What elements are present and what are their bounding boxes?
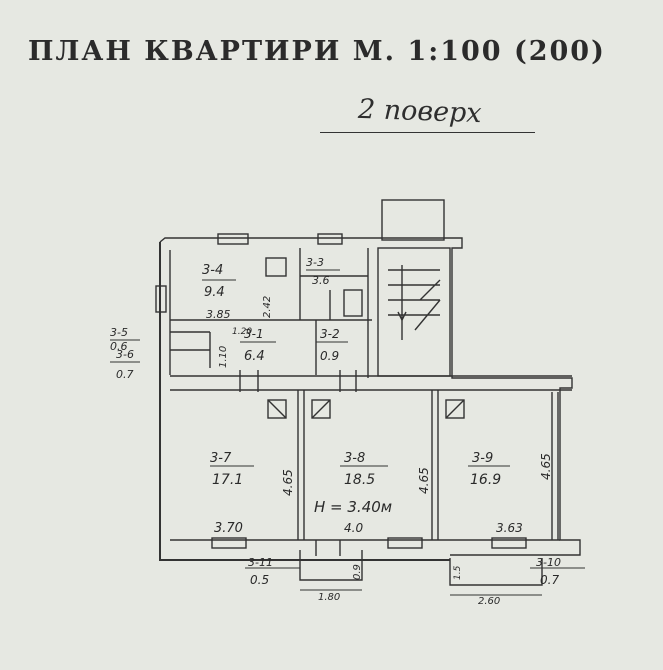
room-id: 3-11 — [248, 556, 273, 569]
room-id: 3-7 — [210, 451, 232, 466]
dimension-label: 0.9 — [352, 564, 363, 580]
dimension-label: 1.80 — [318, 592, 340, 603]
room-id: 3-8 — [344, 451, 365, 466]
dimension-label: 4.65 — [281, 469, 295, 496]
partition — [170, 248, 372, 378]
room-area: 3.6 — [312, 274, 330, 287]
room-area: 0.5 — [250, 573, 269, 587]
vent-ducts — [267, 399, 465, 419]
ceiling-height: H = 3.40м — [314, 498, 392, 516]
dimension-label: 3.85 — [206, 308, 231, 321]
toilet-fixture — [343, 289, 363, 317]
room-divider — [551, 392, 559, 540]
plan-title: ПЛАН КВАРТИРИ М. 1:100 (200) — [28, 36, 606, 67]
bay-dim-lines — [245, 567, 585, 596]
bay-left — [299, 550, 363, 581]
label-underlines — [110, 269, 575, 569]
corridor-wall — [170, 375, 572, 391]
dimension-label: 1.20 — [232, 327, 252, 337]
outer-wall-left — [159, 242, 450, 561]
partition — [170, 320, 317, 375]
room-area: 9.4 — [204, 285, 225, 300]
room-divider — [297, 390, 305, 540]
room-id: 3-4 — [202, 263, 223, 278]
room-id: 3-10 — [536, 556, 561, 569]
stair-parapet — [381, 199, 445, 241]
outer-wall — [159, 237, 581, 556]
room-area: 18.5 — [344, 472, 375, 488]
dimension-label: 1.10 — [218, 346, 229, 368]
window-marks — [155, 233, 527, 549]
room-area: 6.4 — [244, 349, 265, 364]
room-id: 3-6 — [116, 348, 134, 361]
dimension-label: 4.0 — [344, 521, 363, 535]
stair-steps — [388, 265, 441, 340]
room-id: 3-5 — [110, 326, 128, 339]
dimension-label: 2.60 — [478, 596, 500, 607]
room-area: 0.9 — [320, 349, 339, 363]
door-marks — [239, 370, 357, 556]
room-area: 16.9 — [470, 472, 501, 488]
room-id: 3-3 — [306, 256, 324, 269]
sink-fixture — [265, 257, 287, 277]
room-id: 3-9 — [472, 451, 493, 466]
dimension-label: 2.42 — [262, 296, 273, 318]
bay-right — [449, 558, 543, 586]
room-id: 3-1 — [244, 327, 264, 341]
room-area: 0.6 — [110, 340, 128, 353]
dimension-label: 4.65 — [539, 453, 553, 480]
dimension-label: 1.5 — [453, 565, 463, 580]
room-area: 17.1 — [212, 472, 243, 488]
room-area: 0.7 — [540, 573, 559, 587]
dimension-label: 4.65 — [417, 467, 431, 494]
room-divider — [431, 390, 439, 540]
dimension-label: 3.70 — [214, 521, 243, 536]
room-id: 3-2 — [320, 327, 340, 341]
room-area: 0.7 — [116, 368, 134, 381]
floor-note-underline — [320, 132, 535, 133]
stair-arrow — [397, 311, 407, 321]
stair-well — [377, 247, 451, 377]
dimension-label: 3.63 — [496, 521, 523, 535]
